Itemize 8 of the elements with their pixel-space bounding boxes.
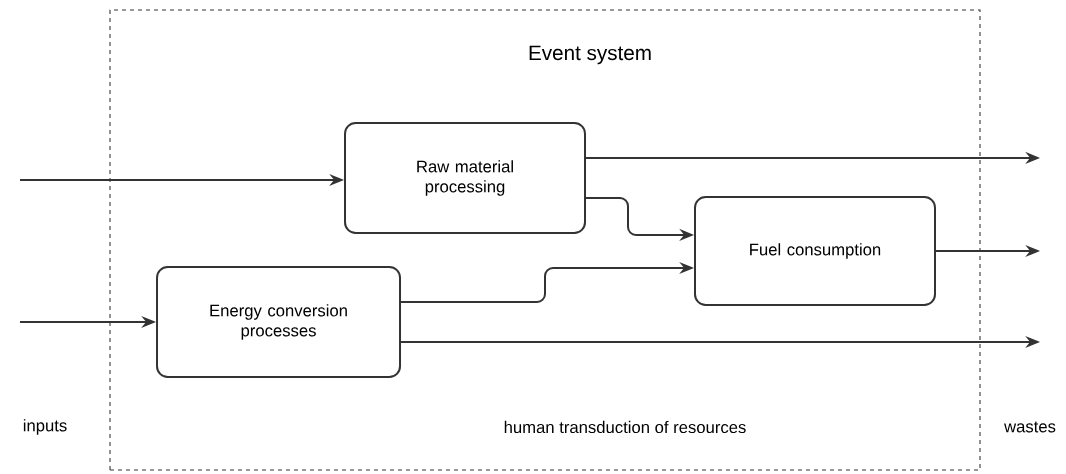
process-box: Fuel consumption bbox=[694, 196, 936, 306]
process-box: Raw material processing bbox=[344, 122, 586, 234]
boundary-label: human transduction of resources bbox=[504, 420, 746, 434]
system-boundary bbox=[109, 9, 981, 471]
process-box: Energy conversion processes bbox=[156, 266, 401, 378]
boundary-title: Event system bbox=[529, 45, 651, 65]
side-label: wastes bbox=[1004, 421, 1056, 433]
side-label: inputs bbox=[23, 419, 67, 435]
